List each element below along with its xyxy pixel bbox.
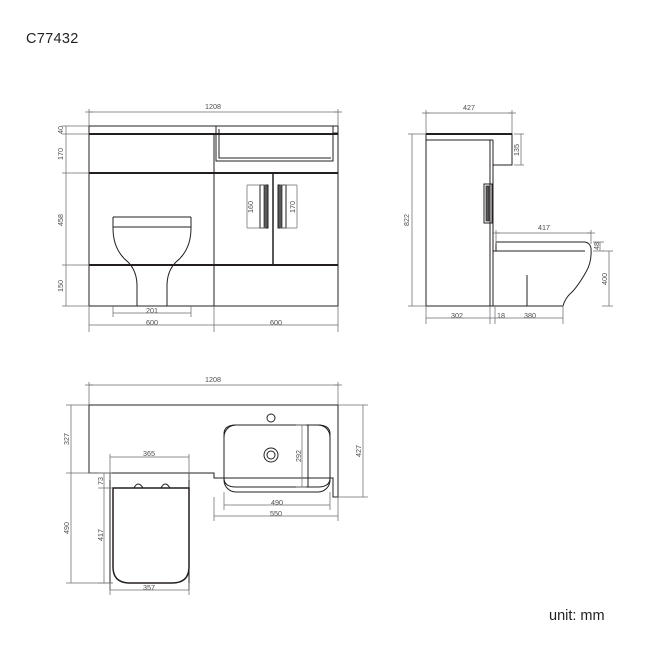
dim-label-plinth-height: 150 xyxy=(56,280,65,292)
basin-recess-inner xyxy=(218,129,331,159)
dim-label-plan-seat-depth: 417 xyxy=(96,529,105,541)
dim-side-depth: 427 xyxy=(422,103,516,134)
toilet-pan-curve xyxy=(562,247,592,307)
dim-bowl-depth: 292 xyxy=(294,424,306,488)
dim-label-seat-offset: 73 xyxy=(96,477,105,485)
toilet-front-profile xyxy=(112,216,192,307)
dim-side-top-block: 135 xyxy=(512,133,524,166)
dim-toilet-pan-width: 201 xyxy=(112,306,192,317)
dim-label-top-block: 135 xyxy=(512,144,521,156)
door-handle-right xyxy=(277,184,287,229)
seat-hinge-right xyxy=(160,483,171,489)
page-title: C77432 xyxy=(26,31,79,47)
toilet-seat-top xyxy=(496,241,592,249)
basin-recess-outline xyxy=(215,126,334,162)
dim-label-toilet-overall-depth: 490 xyxy=(62,522,71,534)
dim-label-seat-depth: 417 xyxy=(538,223,550,232)
dim-label-pan-width: 201 xyxy=(146,306,158,315)
dim-basin-width: 550 xyxy=(213,497,339,521)
side-door-handle xyxy=(483,183,493,224)
dim-label-toilet-side-depth: 327 xyxy=(62,433,71,445)
dim-label-side-depth: 427 xyxy=(463,103,475,112)
dim-handle-left: 160 xyxy=(246,184,266,229)
side-toilet xyxy=(493,241,592,307)
dim-front-unit-widths: 600 600 xyxy=(88,306,339,332)
dim-label-base-depth: 302 xyxy=(451,311,463,320)
side-top-block xyxy=(493,133,513,166)
dim-handle-right: 170 xyxy=(280,184,298,229)
dim-label-seat-width: 357 xyxy=(143,583,155,592)
dim-label-upper-panel: 170 xyxy=(56,148,65,160)
side-elevation-view: 427 135 xyxy=(402,103,613,324)
dim-seat-width: 357 xyxy=(109,583,190,595)
dim-label-gap: 18 xyxy=(497,311,505,320)
basin-waste-outer xyxy=(263,447,279,463)
dim-label-bowl-width: 490 xyxy=(271,498,283,507)
unit-label: unit: mm xyxy=(549,608,605,624)
dim-cistern-width: 365 xyxy=(109,449,190,480)
dim-plan-basin-depth: 427 xyxy=(338,404,368,498)
dim-pan-height: 400 xyxy=(600,250,613,307)
dim-side-overall-height: 822 xyxy=(402,133,426,307)
dim-label-worktop-thickness: 40 xyxy=(56,126,65,134)
dim-label-seat-thickness: 48 xyxy=(592,242,601,250)
dim-label-front-width: 1208 xyxy=(205,102,221,111)
basin-waste-inner xyxy=(266,450,276,460)
dim-seat-depth: 417 xyxy=(492,223,595,244)
dim-label-side-height: 822 xyxy=(402,214,411,226)
seat-hinge-left xyxy=(133,483,144,489)
worktop-notch xyxy=(332,126,338,134)
dim-label-pan-height: 400 xyxy=(600,273,609,285)
dim-front-vertical-chain: 40 170 458 150 xyxy=(56,125,89,307)
dim-plan-overall-width: 1208 xyxy=(85,375,342,408)
dim-label-basin-width: 550 xyxy=(270,509,282,518)
dim-label-bowl-depth: 292 xyxy=(294,450,303,462)
worktop-plan-outline xyxy=(88,404,339,498)
door-handle-left xyxy=(259,184,269,229)
dim-side-bottom-chain: 302 18 380 xyxy=(425,306,564,324)
dim-label-handle-left: 160 xyxy=(246,201,255,213)
dim-label-handle-right: 170 xyxy=(288,201,297,213)
plan-view: 1208 292 xyxy=(62,375,368,595)
dim-plan-left-chain: 327 490 xyxy=(62,404,113,584)
dim-label-cistern-width: 365 xyxy=(143,449,155,458)
toilet-seat-plan xyxy=(112,483,190,584)
dim-label-door-height: 458 xyxy=(56,214,65,226)
dim-seat-thickness: 48 xyxy=(592,241,604,252)
dim-label-toilet-projection: 380 xyxy=(524,311,536,320)
front-elevation-view: 1208 xyxy=(56,102,342,332)
dim-label-plan-width: 1208 xyxy=(205,375,221,384)
dim-label-vanity-unit-width: 600 xyxy=(270,318,282,327)
tap-hole xyxy=(266,413,276,423)
basin-bowl-outline xyxy=(223,424,331,488)
dim-label-toilet-unit-width: 600 xyxy=(146,318,158,327)
dim-bowl-width: 490 xyxy=(223,492,331,510)
dim-label-plan-basin-depth: 427 xyxy=(354,445,363,457)
